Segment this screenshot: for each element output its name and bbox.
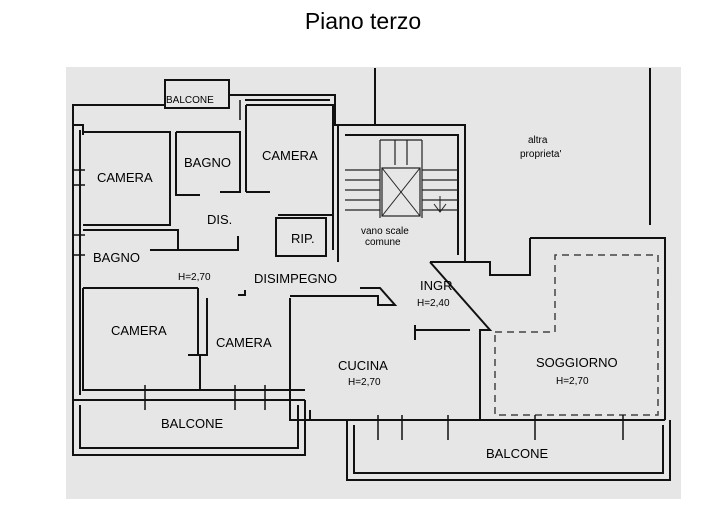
balcone-sw-outline: [72, 400, 306, 456]
ingr-label: INGR.: [420, 278, 456, 293]
rip-walls: [275, 217, 327, 257]
bagno-top-walls: [176, 131, 241, 193]
ingr-height: H=2,40: [417, 298, 450, 309]
balcone-se-label: BALCONE: [486, 446, 548, 461]
east-north-wall: [465, 238, 531, 276]
camera-nw-label: CAMERA: [97, 170, 153, 185]
stairwell-walls: [338, 124, 466, 263]
altra-label-2: proprieta': [520, 149, 561, 160]
disimpegno-walls: [290, 287, 398, 306]
dis-label: DIS.: [207, 212, 232, 227]
window-ticks: [72, 100, 666, 440]
soggiorno-east-wall: [530, 237, 666, 420]
camera-mid-label: CAMERA: [216, 335, 272, 350]
bagno-left-walls: [83, 229, 179, 251]
vano-scale-label-2: comune: [365, 237, 401, 248]
balcone-se-inner: [353, 425, 664, 474]
cucina-label: CUCINA: [338, 358, 388, 373]
ingr-walls: [429, 261, 493, 420]
camera-sw-walls: [82, 288, 305, 391]
rip-label: RIP.: [291, 231, 315, 246]
cucina-height: H=2,70: [348, 377, 381, 388]
camera-mid-walls: [188, 298, 208, 356]
plan-background: [66, 67, 681, 499]
balcone-top-label: BALCONE: [166, 95, 214, 106]
soggiorno-dashed-outline: [494, 254, 659, 416]
altra-label-1: altra: [528, 135, 548, 146]
camera-top-walls: [246, 104, 334, 250]
walls: [72, 68, 671, 481]
camera-sw-label: CAMERA: [111, 323, 167, 338]
cucina-south-wall: [289, 400, 480, 421]
vano-scale-label-1: vano scale: [361, 226, 409, 237]
balcone-sw-label: BALCONE: [161, 416, 223, 431]
camera-nw-walls: [83, 131, 171, 226]
soggiorno-label: SOGGIORNO: [536, 355, 618, 370]
balcone-se-outline: [346, 420, 671, 481]
bagno-left-height: H=2,70: [178, 272, 211, 283]
disimpegno-label: DISIMPEGNO: [254, 271, 337, 286]
outer-wall: [72, 104, 165, 135]
balcone-sw-inner: [79, 405, 299, 449]
elevator-shaft: [381, 167, 421, 217]
bagno-top-label: BAGNO: [184, 155, 231, 170]
page-title: Piano terzo: [304, 8, 422, 34]
soggiorno-height: H=2,70: [556, 376, 589, 387]
bagno-left-label: BAGNO: [93, 250, 140, 265]
stairs-icon: [345, 139, 458, 218]
camera-top-label: CAMERA: [262, 148, 318, 163]
arrow-down-icon: [433, 196, 447, 213]
